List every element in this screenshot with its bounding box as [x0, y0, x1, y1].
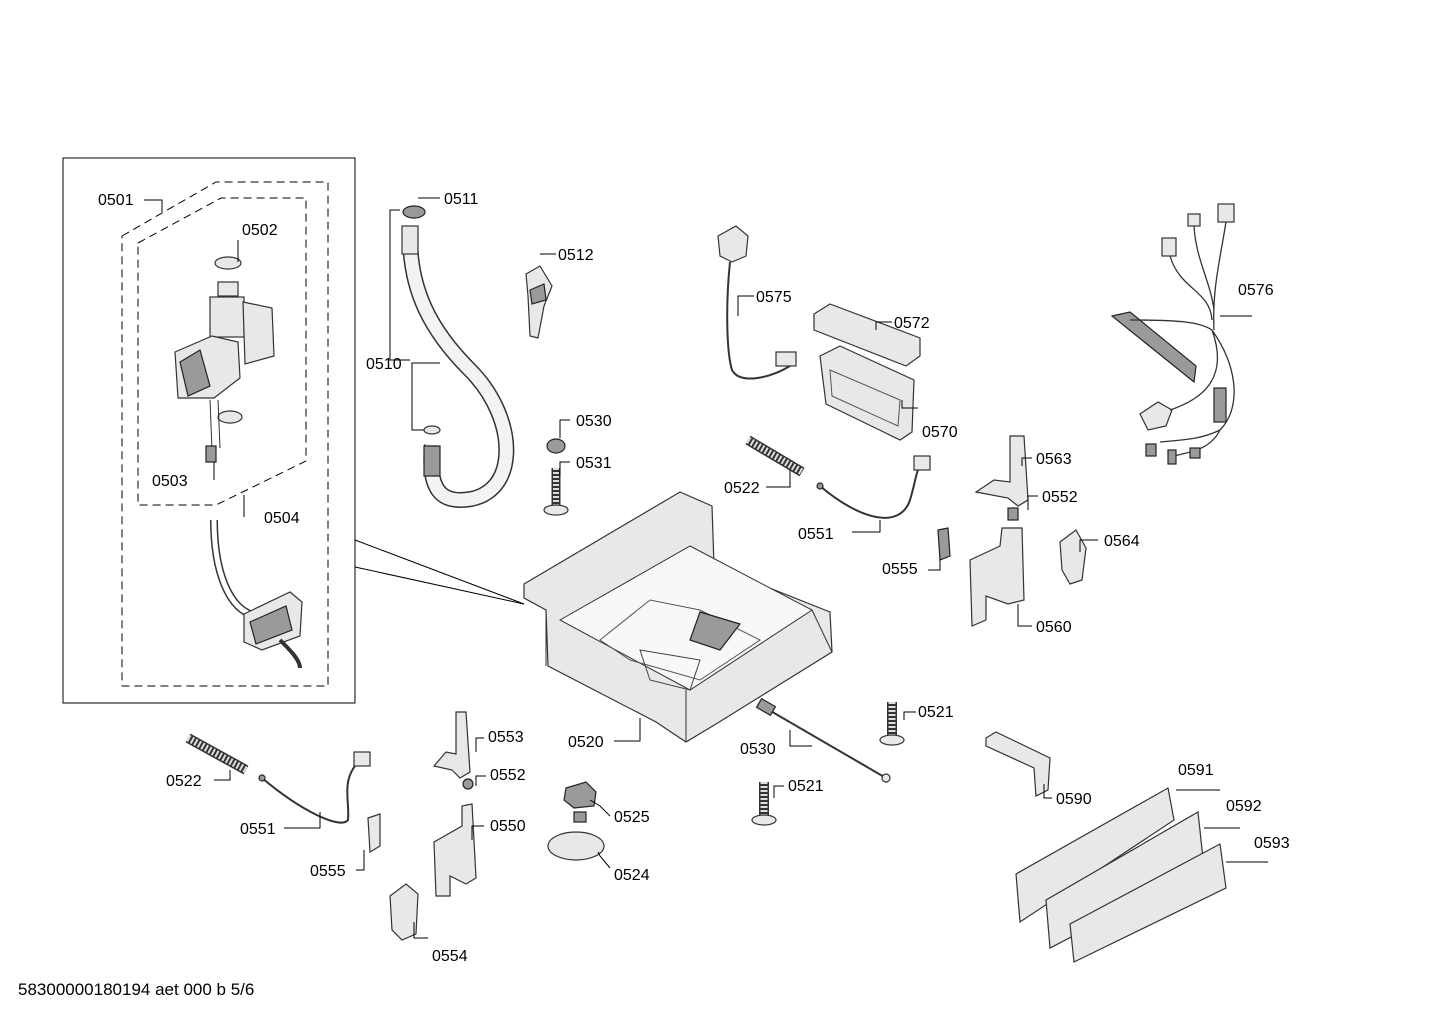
label-0502: 0502 [242, 222, 278, 239]
label-0551-right: 0551 [798, 526, 834, 543]
label-0522-right: 0522 [724, 480, 760, 497]
hinge-left [389, 711, 477, 941]
label-0503: 0503 [152, 473, 188, 490]
document-id-footer: 58300000180194 aet 000 b 5/6 [18, 980, 255, 999]
part-labels: 0501 0502 0503 0504 0510 0511 0512 0530 … [98, 191, 1290, 965]
base-tub-0520 [523, 491, 833, 743]
label-0530-bottom: 0530 [740, 741, 776, 758]
label-0521-left: 0521 [788, 778, 824, 795]
label-0592: 0592 [1226, 798, 1262, 815]
rod-0530 [755, 697, 891, 783]
label-0564: 0564 [1104, 533, 1140, 550]
label-0563: 0563 [1036, 451, 1072, 468]
label-0553: 0553 [488, 729, 524, 746]
clip-0512 [525, 265, 553, 339]
label-0511: 0511 [444, 191, 479, 208]
label-0551-left: 0551 [240, 821, 276, 838]
label-0555-left: 0555 [310, 863, 346, 880]
label-0554: 0554 [432, 948, 468, 965]
label-0552-right: 0552 [1042, 489, 1078, 506]
label-0520: 0520 [568, 734, 604, 751]
label-0593: 0593 [1254, 835, 1290, 852]
label-0552-left: 0552 [490, 767, 526, 784]
label-0522-left: 0522 [166, 773, 202, 790]
label-0521-right: 0521 [918, 704, 954, 721]
feet-0521 [751, 702, 905, 826]
label-0555-right: 0555 [882, 561, 918, 578]
power-cord-0575 [717, 225, 797, 380]
wire-harness-0576 [1110, 203, 1235, 465]
label-0525: 0525 [614, 809, 650, 826]
hinge-right [937, 435, 1087, 627]
label-0504: 0504 [264, 510, 300, 527]
spring-cable-right [745, 435, 931, 519]
label-0524: 0524 [614, 867, 650, 884]
foot-0530-0531 [543, 438, 569, 516]
leader-lines [144, 197, 1268, 939]
spring-cable-left [185, 733, 381, 854]
label-0590: 0590 [1056, 791, 1092, 808]
label-0576: 0576 [1238, 282, 1274, 299]
label-0510: 0510 [366, 356, 402, 373]
kick-plates [1015, 787, 1227, 963]
label-0550: 0550 [490, 818, 526, 835]
label-0570: 0570 [922, 424, 958, 441]
label-0560: 0560 [1036, 619, 1072, 636]
dispenser-0570-0572 [813, 303, 921, 441]
detail-inset [62, 157, 525, 704]
label-0512: 0512 [558, 247, 594, 264]
drain-hose-0510 [401, 205, 515, 509]
inlet-hose-0504 [210, 519, 303, 669]
label-0575: 0575 [756, 289, 792, 306]
label-0591: 0591 [1178, 762, 1214, 779]
small-parts-0524-0525 [547, 781, 605, 861]
label-0501: 0501 [98, 192, 134, 209]
label-0530-top: 0530 [576, 413, 612, 430]
label-0531: 0531 [576, 455, 612, 472]
label-0572: 0572 [894, 315, 930, 332]
inlet-valve [174, 256, 275, 463]
bracket-0590 [985, 731, 1051, 797]
